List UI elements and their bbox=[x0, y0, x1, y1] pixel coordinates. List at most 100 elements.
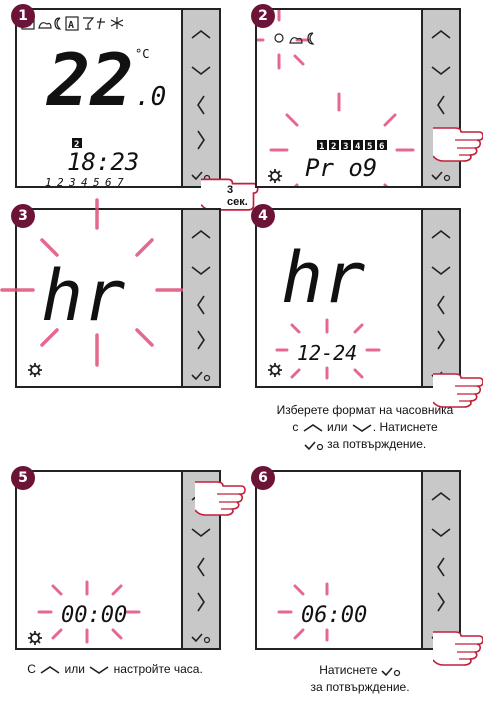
svg-text:3: 3 bbox=[343, 142, 348, 152]
up-key-icon bbox=[40, 665, 60, 674]
step-3-badge: 3 bbox=[11, 204, 35, 228]
moon-icon bbox=[54, 17, 62, 30]
svg-text:2: 2 bbox=[74, 140, 79, 150]
step-4-panel: 4 hr 12-24 bbox=[251, 204, 483, 408]
thermostat-screen: hr 12-24 bbox=[255, 208, 423, 388]
down-key-icon[interactable] bbox=[191, 528, 211, 537]
day-3: 3 bbox=[68, 176, 76, 186]
svg-text:2: 2 bbox=[331, 142, 336, 152]
step-4-caption: Изберете формат на часовника с или . Нат… bbox=[255, 402, 475, 453]
hour-format-mode: hr bbox=[41, 255, 125, 337]
down-key-icon[interactable] bbox=[191, 66, 211, 75]
button-panel bbox=[423, 470, 461, 650]
left-key-icon[interactable] bbox=[437, 557, 445, 577]
mode-icons bbox=[21, 16, 124, 31]
down-key-icon[interactable] bbox=[431, 66, 451, 75]
right-key-icon[interactable] bbox=[197, 130, 205, 150]
svg-text:6: 6 bbox=[379, 142, 384, 152]
step-3-panel: 3 hr bbox=[0, 198, 225, 393]
party-icon bbox=[97, 17, 105, 30]
up-key-icon bbox=[303, 423, 323, 432]
clock-time: 00:00 bbox=[61, 603, 127, 628]
button-panel bbox=[423, 208, 461, 388]
caption-line-1: Натиснете bbox=[255, 662, 465, 679]
flash-rays bbox=[0, 198, 184, 367]
settings-gear-icon bbox=[267, 168, 283, 184]
day-6: 6 bbox=[105, 176, 112, 186]
frost-icon bbox=[110, 17, 124, 29]
down-key-icon bbox=[352, 424, 372, 432]
caption-line-3: за потвърждение. bbox=[255, 436, 475, 453]
right-key-icon[interactable] bbox=[437, 330, 445, 350]
left-key-icon[interactable] bbox=[437, 95, 445, 115]
step-1-panel: 1 A 22 .0 °C 2 18:23 1 2 3 bbox=[11, 4, 259, 211]
down-key-icon[interactable] bbox=[431, 266, 451, 275]
right-key-icon[interactable] bbox=[197, 330, 205, 350]
up-key-icon[interactable] bbox=[431, 30, 451, 39]
ok-key-icon[interactable] bbox=[191, 371, 211, 382]
caption-line-2: с или . Натиснете bbox=[292, 420, 438, 434]
step-2-panel: 2 1 2 3 4 5 6 bbox=[251, 4, 483, 193]
hour-format-value: 12-24 bbox=[297, 341, 357, 365]
up-key-icon[interactable] bbox=[431, 230, 451, 239]
svg-text:4: 4 bbox=[355, 142, 361, 152]
left-key-icon[interactable] bbox=[197, 557, 205, 577]
step-5-badge: 5 bbox=[11, 466, 35, 490]
settings-gear-icon bbox=[27, 362, 43, 378]
step-5-caption: С или настройте часа. bbox=[27, 662, 203, 676]
flash-rays bbox=[275, 318, 381, 380]
thermostat-screen: 00:00 bbox=[15, 470, 183, 650]
ok-key-icon[interactable] bbox=[191, 633, 211, 644]
day-badge bbox=[72, 138, 82, 148]
step-5-panel: 5 00:00 bbox=[11, 466, 246, 655]
settings-gear-icon bbox=[27, 630, 43, 646]
down-key-icon bbox=[89, 666, 109, 674]
hour-format-mode: hr bbox=[281, 237, 365, 319]
auto-mode-icon bbox=[65, 16, 79, 31]
step-1-badge: 1 bbox=[11, 4, 35, 28]
step-4-badge: 4 bbox=[251, 204, 275, 228]
day-numbers: 1 2 3 4 5 6 7 bbox=[45, 176, 124, 186]
ok-key-icon bbox=[304, 441, 323, 451]
left-key-icon[interactable] bbox=[197, 95, 205, 115]
ok-key-icon bbox=[381, 667, 400, 677]
up-key-icon[interactable] bbox=[191, 30, 211, 39]
screen-6-display: 06:00 bbox=[277, 582, 367, 642]
screen-2-display: 1 2 3 4 5 6 Pr o9 bbox=[257, 10, 415, 186]
up-key-icon[interactable] bbox=[431, 492, 451, 501]
day-7: 7 bbox=[117, 176, 124, 186]
day-2: 2 bbox=[57, 176, 64, 186]
caption-line-1: Изберете формат на часовника bbox=[276, 403, 454, 417]
svg-text:A: A bbox=[68, 20, 74, 31]
press-duration-label: 3 сек. bbox=[227, 184, 248, 208]
clock-time: 06:00 bbox=[301, 603, 367, 628]
left-key-icon[interactable] bbox=[437, 295, 445, 315]
thermostat-screen: A 22 .0 °C 2 18:23 1 2 3 4 5 6 7 bbox=[15, 8, 183, 188]
temperature-value: 22 bbox=[45, 38, 134, 122]
temperature-unit: °C bbox=[135, 47, 149, 61]
step-2-badge: 2 bbox=[251, 4, 275, 28]
left-key-icon[interactable] bbox=[197, 295, 205, 315]
right-key-icon[interactable] bbox=[437, 592, 445, 612]
ok-key-icon[interactable] bbox=[431, 171, 451, 182]
screen-1-display: A 22 .0 °C 2 18:23 1 2 3 4 5 6 7 bbox=[21, 16, 166, 186]
flash-rays bbox=[37, 580, 141, 644]
right-key-icon[interactable] bbox=[197, 592, 205, 612]
settings-gear-icon bbox=[267, 362, 283, 378]
thermostat-screen: 06:00 bbox=[255, 470, 423, 650]
step-6-panel: 6 06:00 bbox=[251, 466, 483, 666]
button-panel bbox=[183, 208, 221, 388]
caption-line-2: за потвърждение. bbox=[310, 680, 410, 694]
down-key-icon[interactable] bbox=[431, 528, 451, 537]
down-key-icon[interactable] bbox=[191, 266, 211, 275]
thermostat-screen: 1 2 3 4 5 6 Pr o9 bbox=[255, 8, 423, 188]
program-label: Pr o9 bbox=[305, 154, 377, 182]
cloud-sun-icon bbox=[289, 37, 303, 44]
day-4: 4 bbox=[81, 176, 88, 186]
cloud-sun-icon bbox=[38, 22, 52, 29]
program-day-badges: 1 2 3 4 5 6 bbox=[317, 140, 387, 152]
up-key-icon[interactable] bbox=[191, 230, 211, 239]
day-5: 5 bbox=[93, 176, 100, 186]
thermostat-screen: hr bbox=[0, 198, 184, 388]
button-panel bbox=[183, 8, 221, 188]
